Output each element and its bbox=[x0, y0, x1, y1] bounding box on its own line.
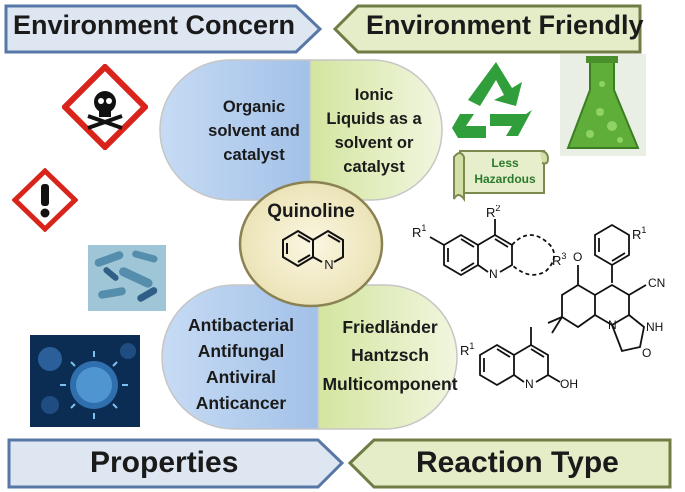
s1-r2: R2 bbox=[486, 205, 500, 220]
lobe-top-left-shape bbox=[159, 59, 311, 201]
lobe-line: Friedländer bbox=[342, 317, 438, 337]
banner-top-left-shape bbox=[4, 4, 323, 54]
quinoline-n-label: N bbox=[324, 257, 334, 272]
quinoline-structure bbox=[282, 229, 344, 268]
s1-n: N bbox=[489, 267, 498, 281]
less-hazardous-text: Less Hazardous bbox=[460, 155, 550, 187]
less-hazardous-scroll bbox=[453, 150, 550, 202]
s3-cn: CN bbox=[648, 276, 665, 290]
lobe-line: Multicomponent bbox=[322, 373, 458, 394]
s3-o-bottom: O bbox=[642, 346, 651, 360]
s1-r3: R3 bbox=[552, 251, 566, 268]
s3-o-top: O bbox=[573, 250, 582, 264]
lobe-properties-text: Antibacterial Antifungal Antiviral Antic… bbox=[168, 313, 314, 417]
quinoline-title: Quinoline bbox=[267, 201, 355, 222]
skull-crossbones-hazard-icon bbox=[62, 64, 148, 150]
s3-r1: R1 bbox=[632, 225, 646, 242]
banner-bottom-right-shape bbox=[347, 438, 672, 489]
recycle-icon bbox=[452, 62, 532, 138]
structure-2 bbox=[479, 327, 561, 387]
bacteria-photo bbox=[88, 245, 166, 311]
lobe-line: Liquids as a bbox=[326, 109, 422, 128]
lobe-organic-solvent-text: Organic solvent and catalyst bbox=[200, 96, 308, 168]
lobe-line: Anticancer bbox=[195, 392, 287, 413]
s2-oh: OH bbox=[560, 377, 578, 391]
s2-r1: R1 bbox=[460, 341, 474, 358]
lobe-line: Antibacterial bbox=[188, 315, 294, 335]
lobe-top-right-shape bbox=[309, 59, 443, 201]
quinoline-center-shape bbox=[238, 180, 384, 308]
s3-n: N bbox=[608, 318, 617, 332]
lobe-line: Organic bbox=[222, 98, 286, 116]
lobe-line: Antiviral bbox=[205, 366, 277, 387]
s3-nh: NH bbox=[646, 320, 663, 334]
scroll-line: Less bbox=[491, 156, 519, 170]
lobe-line: solvent and bbox=[208, 121, 300, 140]
lobe-line: Hantzsch bbox=[351, 345, 429, 366]
lobe-bottom-right-shape bbox=[317, 284, 458, 430]
s1-r1: R1 bbox=[412, 223, 426, 240]
lobe-line: solvent or bbox=[334, 133, 414, 152]
s2-n: N bbox=[525, 377, 534, 391]
virus-photo bbox=[30, 335, 140, 427]
scroll-line: Hazardous bbox=[474, 172, 536, 187]
banner-bottom-left-shape bbox=[7, 438, 345, 489]
lobe-bottom-left-shape bbox=[161, 284, 319, 430]
banner-properties: Properties bbox=[90, 446, 239, 479]
lobe-reaction-text: Friedländer Hantzsch Multicomponent bbox=[316, 313, 464, 398]
structure-1 bbox=[429, 219, 556, 277]
chemical-structures: R1 R2 R3 N R1 N OH R1 O CN N NH O bbox=[412, 205, 665, 391]
exclamation-hazard-icon bbox=[12, 168, 78, 232]
structure-3 bbox=[547, 223, 647, 353]
banner-environment-friendly: Environment Friendly bbox=[366, 10, 644, 40]
lobe-line: Ionic bbox=[354, 86, 394, 104]
lobe-line: Antifungal bbox=[197, 340, 285, 361]
banner-environment-concern: Environment Concern bbox=[13, 10, 296, 40]
lobe-line: catalyst bbox=[223, 145, 285, 164]
lobe-line: catalyst bbox=[343, 157, 405, 176]
banner-reaction-type: Reaction Type bbox=[416, 446, 619, 479]
green-flask-icon bbox=[560, 54, 646, 156]
banner-top-right-shape bbox=[332, 4, 642, 54]
lobe-ionic-liquids-text: Ionic Liquids as a solvent or catalyst bbox=[320, 84, 428, 180]
